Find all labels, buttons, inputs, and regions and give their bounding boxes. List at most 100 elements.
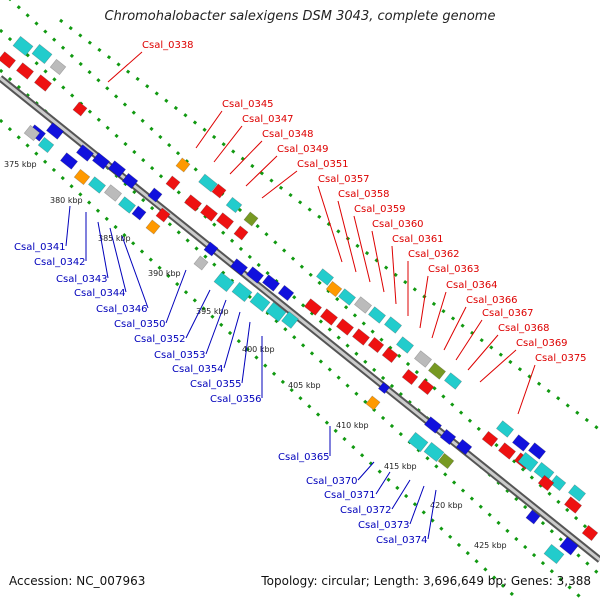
gene-label-csal_0349: Csal_0349: [277, 144, 329, 155]
gene-block-57: [381, 346, 399, 364]
gene-label-csal_0344: Csal_0344: [74, 288, 126, 299]
gene-block-4: [15, 62, 35, 80]
gene-block-85: [559, 536, 579, 556]
gene-block-35: [193, 255, 209, 271]
gene-block-3: [0, 51, 17, 69]
gene-block-1: [31, 43, 53, 65]
gene-block-78: [533, 461, 555, 483]
gene-block-53: [335, 318, 355, 336]
gene-block-79: [549, 474, 567, 492]
gene-block-55: [367, 336, 385, 354]
gene-block-47: [337, 288, 357, 306]
gene-label-csal_0357: Csal_0357: [318, 174, 370, 185]
leader-line: [261, 170, 298, 199]
gene-label-csal_0345: Csal_0345: [222, 99, 274, 110]
kbp-tick-label: 395 kbp: [196, 307, 229, 316]
gene-label-csal_0369: Csal_0369: [516, 338, 568, 349]
gene-block-61: [401, 368, 419, 386]
gene-block-63: [377, 381, 391, 395]
gene-block-76: [527, 442, 547, 460]
gene-label-csal_0374: Csal_0374: [376, 535, 428, 546]
gene-label-csal_0348: Csal_0348: [262, 129, 314, 140]
kbp-tick-label: 390 kbp: [148, 269, 181, 278]
gene-block-21: [147, 187, 163, 203]
gene-label-csal_0360: Csal_0360: [372, 219, 424, 230]
reverse-gene-labels: Csal_0341Csal_0342Csal_0343Csal_0344Csal…: [14, 205, 437, 546]
gene-block-80: [537, 474, 555, 492]
gene-block-67: [455, 438, 473, 456]
gene-block-23: [155, 207, 171, 223]
gene-block-5: [33, 74, 53, 92]
gene-block-15: [121, 172, 139, 190]
gene-block-10: [37, 136, 55, 154]
kbp-tick-label: 420 kbp: [430, 501, 463, 510]
leader-line: [517, 364, 536, 415]
gene-block-32: [243, 211, 259, 227]
topology-label: Topology: circular; Length: 3,696,649 bp…: [261, 574, 591, 588]
gene-block-84: [543, 543, 565, 565]
gene-block-73: [497, 442, 517, 460]
gene-block-43: [265, 301, 287, 323]
gene-block-49: [367, 306, 387, 324]
kbp-tick-label: 415 kbp: [384, 462, 417, 471]
kbp-tick-label: 410 kbp: [336, 421, 369, 430]
leader-line: [97, 221, 109, 279]
gene-label-csal_0366: Csal_0366: [466, 295, 518, 306]
accession-label: Accession: NC_007963: [9, 574, 146, 588]
gene-label-csal_0353: Csal_0353: [154, 350, 206, 361]
gene-label-csal_0355: Csal_0355: [190, 379, 242, 390]
leader-line: [371, 230, 385, 293]
gene-block-62: [417, 378, 435, 396]
forward-gene-labels: Csal_0338Csal_0345Csal_0347Csal_0348Csal…: [107, 40, 587, 415]
gene-block-81: [567, 484, 587, 502]
gene-block-83: [525, 509, 541, 525]
leader-line: [353, 215, 371, 283]
gene-block-38: [261, 274, 281, 292]
leader-line: [479, 349, 517, 383]
gene-label-csal_0351: Csal_0351: [297, 159, 349, 170]
gene-label-csal_0364: Csal_0364: [446, 280, 498, 291]
gene-label-csal_0338: Csal_0338: [142, 40, 194, 51]
gene-label-csal_0370: Csal_0370: [306, 476, 358, 487]
leader-line: [205, 299, 227, 355]
leader-line: [409, 485, 425, 525]
gene-block-64: [365, 395, 381, 411]
gene-block-16: [73, 168, 91, 186]
kbp-tick-label: 385 kbp: [98, 234, 131, 243]
gene-block-17: [87, 176, 107, 194]
gene-block-26: [198, 173, 218, 193]
gene-block-71: [495, 420, 515, 438]
gene-label-csal_0365: Csal_0365: [278, 452, 330, 463]
leader-line: [229, 140, 263, 175]
leader-line: [443, 306, 467, 351]
gene-block-48: [353, 296, 373, 314]
leader-line: [107, 51, 143, 83]
gene-block-65: [423, 416, 443, 434]
gene-block-13: [91, 152, 111, 170]
gene-block-66: [439, 428, 457, 446]
gene-block-28: [183, 194, 203, 212]
leader-line: [121, 235, 149, 309]
gene-label-csal_0354: Csal_0354: [172, 364, 224, 375]
grid-line-1: [0, 118, 521, 600]
gene-block-9: [23, 124, 41, 142]
leader-line: [109, 227, 127, 293]
gene-label-csal_0342: Csal_0342: [34, 257, 86, 268]
gene-block-8: [45, 122, 65, 140]
gene-block-12: [75, 144, 95, 162]
gene-block-51: [303, 298, 323, 316]
gene-block-60: [443, 372, 463, 390]
kbp-tick-label: 405 kbp: [288, 381, 321, 390]
gene-block-19: [117, 196, 137, 214]
gene-block-27: [211, 183, 227, 199]
leader-line: [391, 479, 411, 510]
gene-block-44: [281, 311, 299, 329]
leader-line: [65, 205, 71, 247]
gene-block-59: [427, 362, 447, 380]
gene-block-6: [72, 101, 88, 117]
gene-block-31: [225, 196, 243, 214]
kbp-tick-label: 400 kbp: [242, 345, 275, 354]
gene-block-82: [563, 496, 583, 514]
gene-block-22: [145, 219, 161, 235]
